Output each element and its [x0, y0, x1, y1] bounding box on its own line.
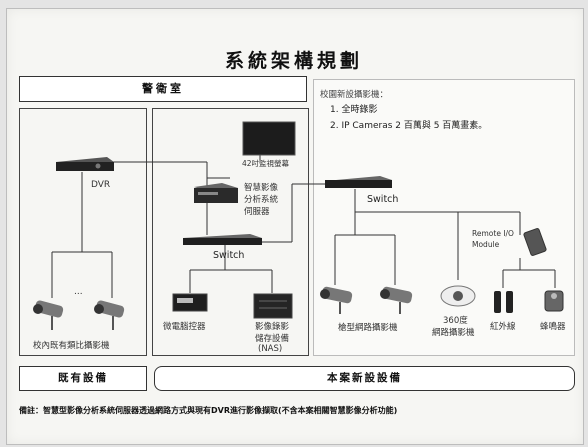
- server-label-1: 智慧影像: [244, 183, 279, 193]
- analog-camera-1: [33, 300, 64, 330]
- monitor-device: [242, 121, 296, 156]
- dvr-label: DVR: [91, 180, 111, 190]
- analytics-server-device: [194, 183, 238, 203]
- bullet-cameras-label: 槍型網路攝影機: [338, 323, 398, 333]
- bullet-camera-1: [320, 286, 353, 314]
- new-project-header: 本案新設設備: [154, 366, 575, 391]
- remote-io-device: [523, 228, 547, 256]
- buzzer-label: 蜂鳴器: [540, 322, 566, 332]
- camera-360-label-2: 網路攝影機: [432, 328, 475, 338]
- switch-left-label: Switch: [213, 250, 245, 261]
- new-project-label: 本案新設設備: [327, 372, 402, 384]
- buzzer-device: [544, 290, 564, 312]
- bullet-camera-2: [380, 286, 413, 314]
- existing-cameras-label: 校內既有類比攝影機: [33, 341, 110, 351]
- nas-device: [253, 293, 293, 319]
- monitor-label: 42吋監視螢幕: [242, 159, 290, 168]
- diagram-title: 系統架構規劃: [224, 50, 363, 72]
- dvr-device: [56, 157, 114, 171]
- nas-label-1: 影像錄影: [255, 322, 290, 332]
- infrared-label: 紅外線: [490, 322, 516, 332]
- guard-room-new-panel: [152, 108, 309, 356]
- new-cameras-item-1: 1. 全時錄影: [330, 105, 378, 115]
- camera-360-device: [440, 285, 476, 307]
- server-label-3: 伺服器: [244, 207, 270, 217]
- infrared-sensor-device: [494, 291, 513, 313]
- new-cameras-panel: [313, 79, 575, 356]
- switch-right-label: Switch: [367, 194, 399, 205]
- camera-360-label-1: 360度: [443, 316, 468, 326]
- guard-room-label: 警衛室: [142, 82, 184, 95]
- micro-controller-device: [172, 293, 208, 312]
- new-cameras-heading: 校園新設攝影機：: [320, 90, 389, 100]
- existing-equipment-header: 既有設備: [19, 366, 147, 391]
- existing-cameras-ellipsis: ...: [74, 287, 83, 297]
- existing-equipment-label: 既有設備: [58, 372, 108, 384]
- server-label-2: 分析系統: [244, 195, 279, 205]
- guard-room-header: 警衛室: [19, 76, 307, 102]
- remote-io-label-2: Module: [472, 240, 500, 249]
- switch-right-device: [325, 176, 392, 188]
- footnote: 備註：智慧型影像分析系統伺服器透過網路方式與現有DVR進行影像擷取(不含本案相關…: [19, 406, 398, 415]
- connection-lines: [51, 135, 556, 298]
- nas-label-2: 儲存設備: [255, 334, 290, 344]
- new-cameras-item-2: 2. IP Cameras 2 百萬與 5 百萬畫素。: [330, 121, 488, 131]
- remote-io-label-1: Remote I/O: [472, 229, 514, 238]
- micro-controller-label: 微電腦控器: [163, 322, 206, 332]
- nas-label-3: (NAS): [258, 344, 283, 354]
- existing-equipment-panel: [19, 108, 147, 356]
- switch-left-device: [183, 234, 262, 245]
- analog-camera-2: [94, 300, 125, 330]
